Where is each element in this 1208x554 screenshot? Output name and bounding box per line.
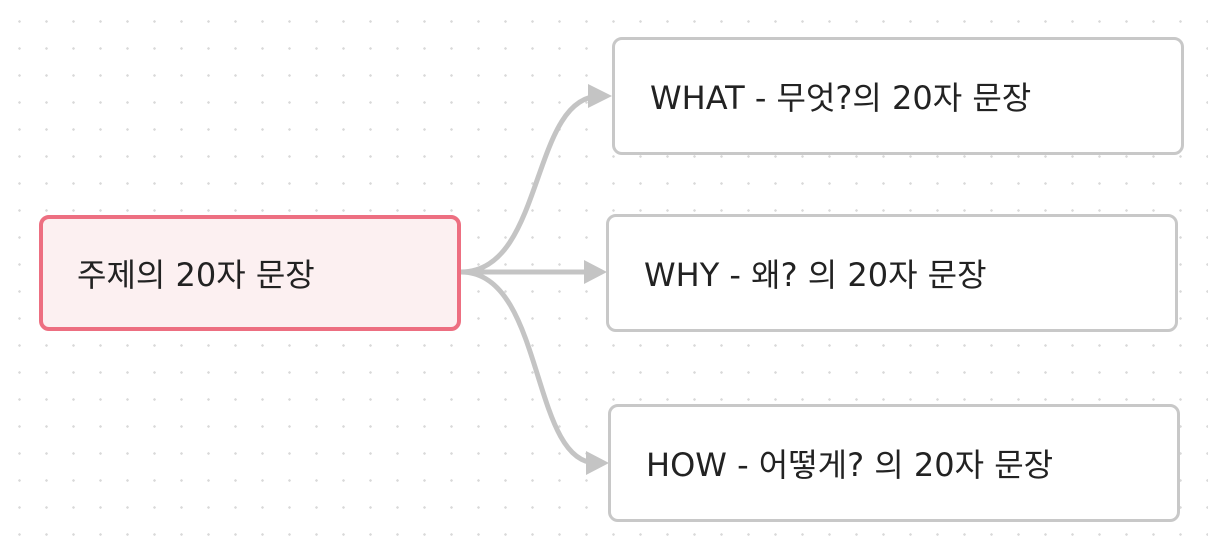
branch-node-how[interactable]: HOW - 어떻게? 의 20자 문장 xyxy=(608,404,1180,522)
arrowhead-what xyxy=(588,84,612,108)
branch-node-what[interactable]: WHAT - 무엇?의 20자 문장 xyxy=(612,37,1184,155)
connector-what xyxy=(458,93,603,275)
arrowhead-why xyxy=(584,260,607,284)
root-node[interactable]: 주제의 20자 문장 xyxy=(39,215,461,331)
branch-node-what-label: WHAT - 무엇?의 20자 문장 xyxy=(650,79,1032,117)
connector-how xyxy=(458,269,599,466)
branch-node-how-label: HOW - 어떻게? 의 20자 문장 xyxy=(646,446,1054,484)
arrowhead-how xyxy=(586,451,609,475)
branch-node-why[interactable]: WHY - 왜? 의 20자 문장 xyxy=(606,214,1178,332)
branch-node-why-label: WHY - 왜? 의 20자 문장 xyxy=(644,256,987,294)
root-node-label: 주제의 20자 문장 xyxy=(77,256,315,294)
